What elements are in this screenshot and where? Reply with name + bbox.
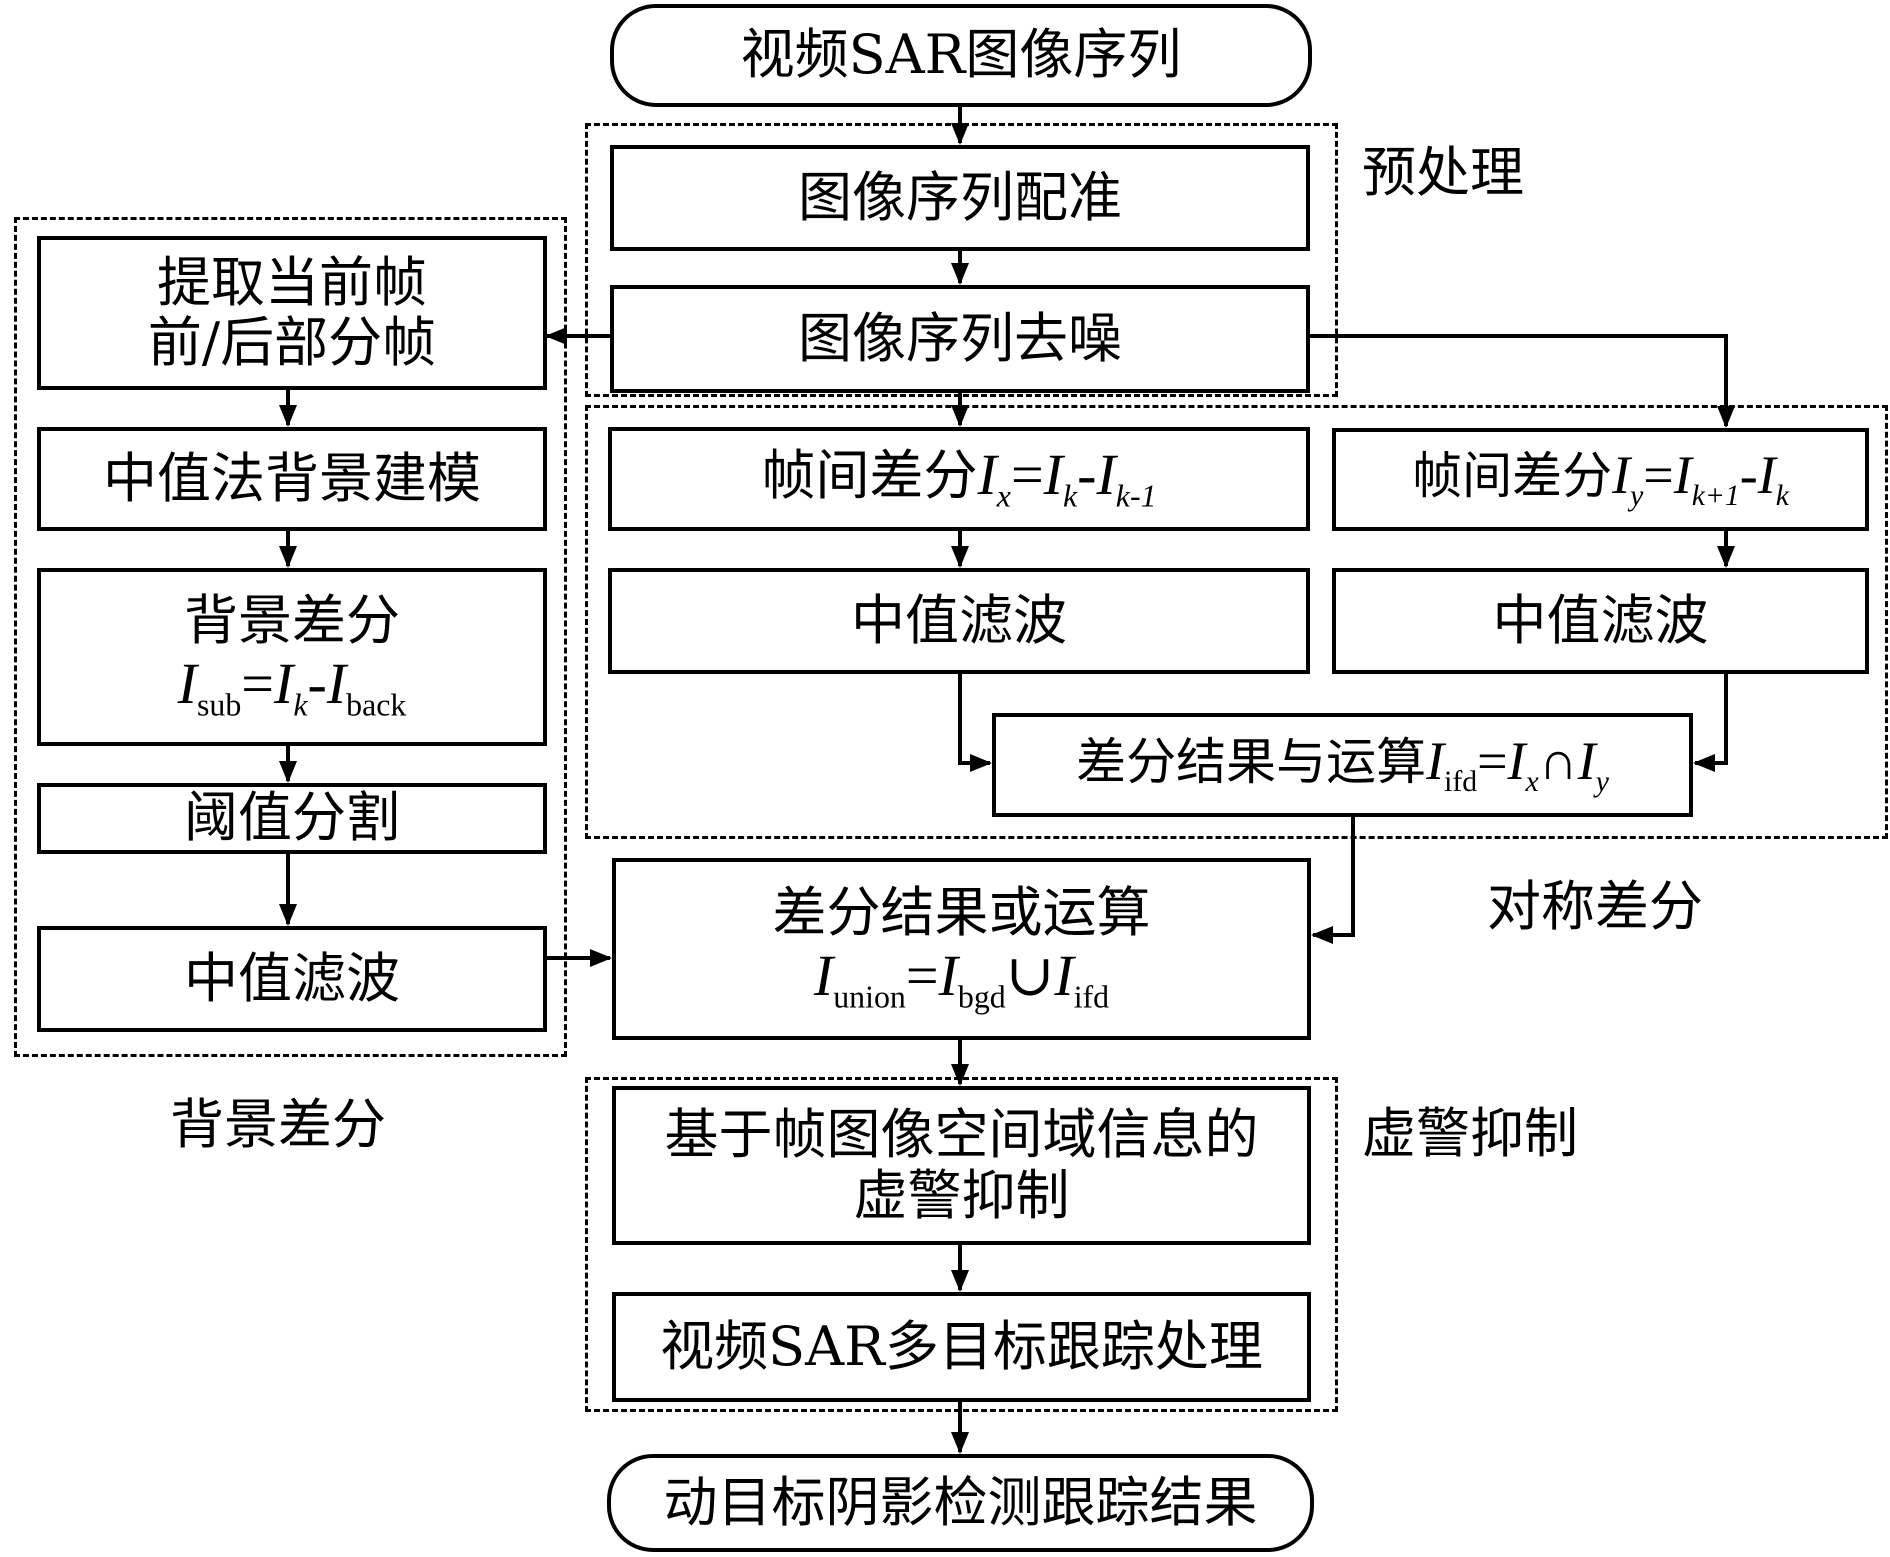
arrow-median-mid-to-and: [958, 674, 992, 772]
threshold-node: 阈值分割: [37, 783, 547, 854]
frame-diff-x-equation: Ix=Ik-Ik-1: [977, 442, 1157, 514]
tracking-label: 视频SAR多目标跟踪处理: [660, 1314, 1263, 1378]
group-symmetric: [585, 405, 1888, 839]
median-filter-right-node: 中值滤波: [1332, 568, 1869, 674]
background-diff-node: 背景差分 Isub=Ik-Iback: [37, 568, 547, 746]
group-label-background: 背景差分: [170, 1093, 386, 1156]
group-label-symmetric: 对称差分: [1487, 875, 1703, 938]
median-filter-mid-node: 中值滤波: [608, 568, 1310, 674]
register-node: 图像序列配准: [610, 145, 1310, 251]
median-filter-mid-label: 中值滤波: [851, 588, 1067, 652]
output-node: 动目标阴影检测跟踪结果: [607, 1454, 1314, 1552]
and-operation-equation: Iifd=Ix∩Iy: [1426, 730, 1609, 798]
false-alarm-line2: 虚警抑制: [853, 1163, 1070, 1227]
extract-frames-node: 提取当前帧 前/后部分帧: [37, 236, 547, 390]
group-preprocess: [585, 123, 1338, 397]
frame-diff-x-node: 帧间差分Ix=Ik-Ik-1: [608, 427, 1310, 531]
denoise-label: 图像序列去噪: [798, 306, 1122, 370]
median-filter-left-label: 中值滤波: [184, 946, 400, 1010]
input-node: 视频SAR图像序列: [610, 4, 1312, 107]
output-label: 动目标阴影检测跟踪结果: [663, 1470, 1258, 1534]
arrow-and-to-or: [1311, 817, 1355, 944]
frame-diff-y-node: 帧间差分Iy=Ik+1-Ik: [1332, 428, 1869, 531]
register-label: 图像序列配准: [798, 165, 1122, 229]
background-diff-label: 背景差分: [184, 589, 400, 653]
extract-frames-line2: 前/后部分帧: [147, 311, 437, 374]
frame-diff-x-label: 帧间差分Ix=Ik-Ik-1: [761, 442, 1157, 514]
median-background-node: 中值法背景建模: [37, 427, 547, 531]
extract-frames-line1: 提取当前帧: [157, 250, 427, 314]
tracking-node: 视频SAR多目标跟踪处理: [612, 1292, 1311, 1402]
and-operation-node: 差分结果与运算Iifd=Ix∩Iy: [992, 713, 1693, 817]
false-alarm-line1: 基于帧图像空间域信息的: [664, 1103, 1259, 1167]
frame-diff-y-label: 帧间差分Iy=Ik+1-Ik: [1412, 445, 1789, 513]
frame-diff-y-equation: Iy=Ik+1-Ik: [1612, 445, 1789, 513]
input-label: 视频SAR图像序列: [740, 23, 1182, 87]
denoise-node: 图像序列去噪: [610, 285, 1310, 393]
threshold-label: 阈值分割: [184, 786, 400, 850]
arrow-median-right-to-and: [1693, 674, 1728, 772]
group-false-alarm: [585, 1077, 1338, 1412]
median-background-label: 中值法背景建模: [103, 446, 481, 510]
median-filter-right-label: 中值滤波: [1492, 588, 1709, 652]
or-operation-label: 差分结果或运算: [772, 881, 1151, 945]
group-label-false-alarm: 虚警抑制: [1362, 1102, 1578, 1165]
arrow-denoise-to-frame-diff-y: [1310, 334, 1735, 428]
or-operation-equation: Iunion=Ibgd∪Iifd: [813, 942, 1110, 1015]
background-diff-equation: Isub=Ik-Iback: [177, 650, 407, 723]
and-operation-label: 差分结果与运算Iifd=Ix∩Iy: [1076, 730, 1609, 798]
false-alarm-node: 基于帧图像空间域信息的 虚警抑制: [612, 1086, 1311, 1245]
or-operation-node: 差分结果或运算 Iunion=Ibgd∪Iifd: [612, 858, 1311, 1040]
median-filter-left-node: 中值滤波: [37, 926, 547, 1032]
group-background: [14, 217, 567, 1057]
group-label-preprocess: 预处理: [1362, 141, 1524, 204]
